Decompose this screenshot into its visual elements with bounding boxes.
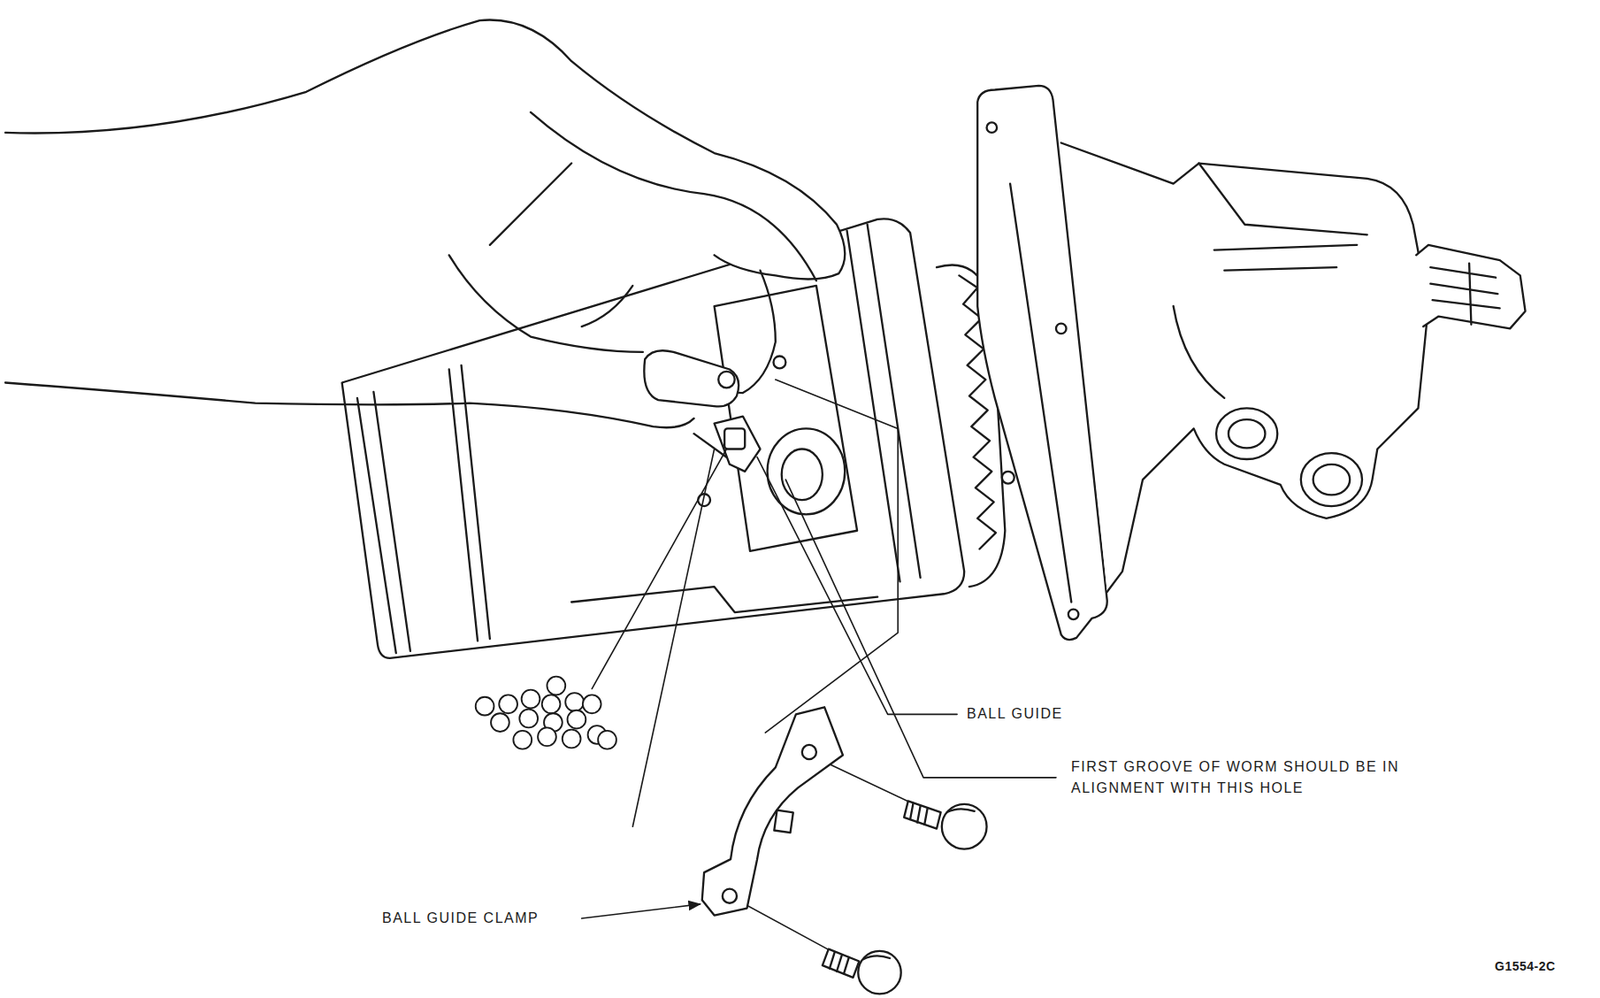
part-label: BALL GUIDE CLAMP (382, 907, 539, 929)
note-label: FIRST GROOVE OF WORM SHOULD BE IN ALIGNM… (1071, 756, 1422, 799)
figure-code: G1554-2C (1494, 955, 1556, 977)
part-label: BALL GUIDE (966, 703, 1064, 725)
